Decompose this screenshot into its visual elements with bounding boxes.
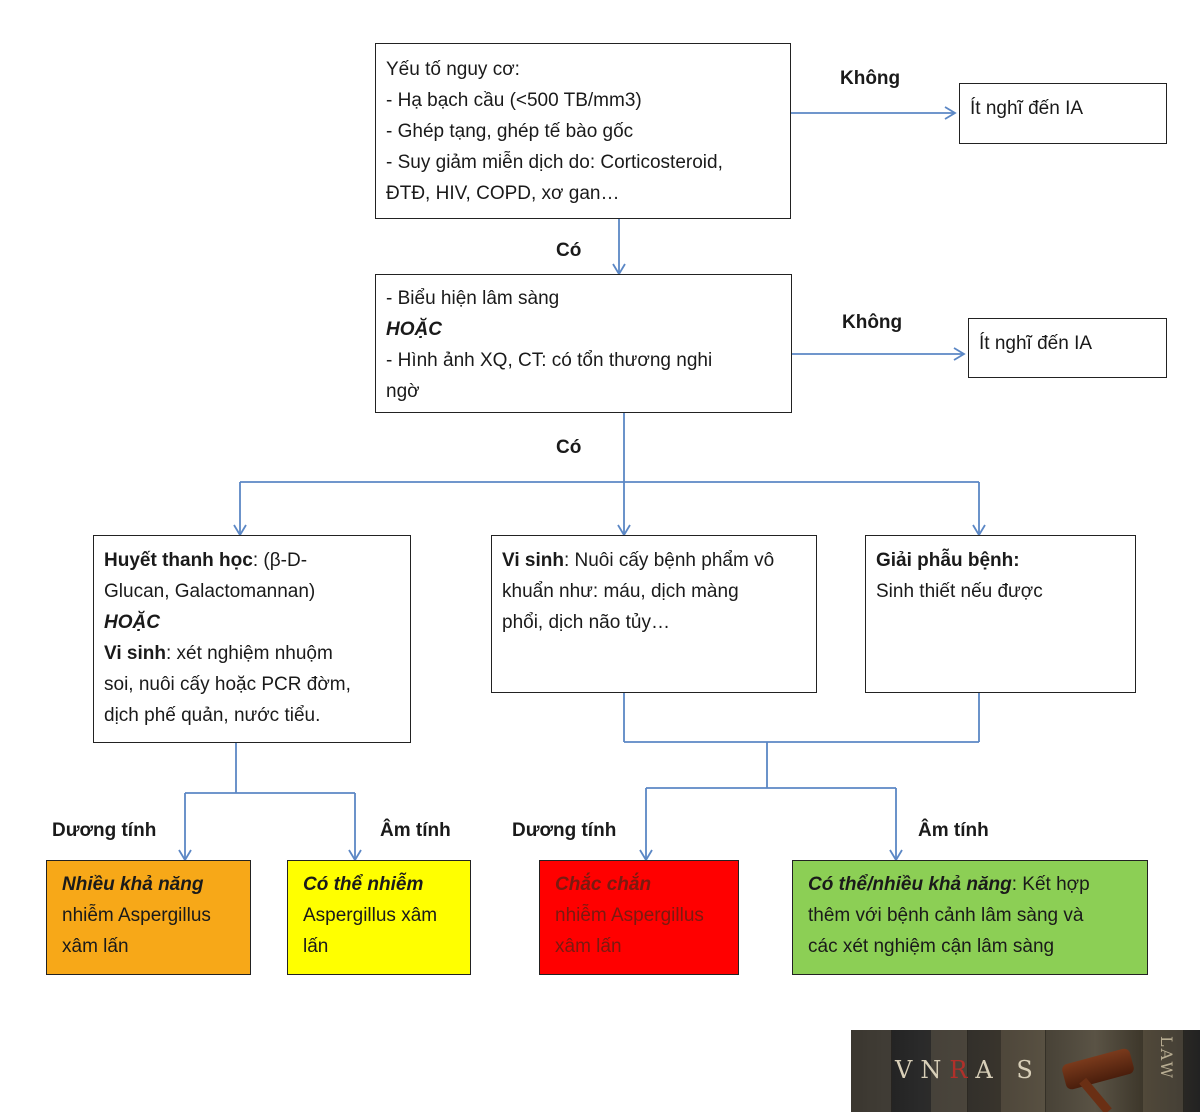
logo-law-text: LAW bbox=[1157, 1036, 1176, 1080]
result-proven-text-cont: xâm lấn bbox=[555, 936, 622, 957]
logo-letters: VNRA S bbox=[895, 1056, 1041, 1084]
sterile-culture-text-cont: phổi, dịch não tủy… bbox=[502, 612, 670, 633]
result-possible-probable-text-cont: thêm với bệnh cảnh lâm sàng và bbox=[808, 905, 1084, 926]
sterile-culture-text: : Nuôi cấy bệnh phẩm vô bbox=[563, 550, 775, 571]
result-possible-box: Có thể nhiễm Aspergillus xâm lấn bbox=[287, 860, 471, 975]
unlikely-ia-box-2: Ít nghĩ đến IA bbox=[968, 318, 1167, 378]
result-possible-probable-title: Có thể/nhiều khả năng bbox=[808, 874, 1012, 895]
positive-label-left: Dương tính bbox=[52, 820, 157, 841]
result-probable-text: nhiễm Aspergillus bbox=[62, 905, 211, 926]
no-label-1: Không bbox=[840, 68, 901, 89]
microbiology-text-cont: soi, nuôi cấy hoặc PCR đờm, bbox=[104, 674, 351, 695]
pathology-text: Sinh thiết nếu được bbox=[876, 581, 1043, 602]
serology-box: Huyết thanh học: (β-D- Glucan, Galactoma… bbox=[93, 535, 411, 743]
risk-factor-item: - Ghép tạng, ghép tế bào gốc bbox=[386, 121, 634, 142]
sterile-culture-text-cont: khuẩn như: máu, dịch màng bbox=[502, 581, 739, 602]
or-label: HOẶC bbox=[386, 319, 442, 340]
vnras-law-logo: VNRA S LAW bbox=[851, 1030, 1200, 1112]
microbiology-text: : xét nghiệm nhuộm bbox=[165, 643, 333, 664]
gavel-icon bbox=[1060, 1047, 1136, 1091]
microbiology-text-cont: dịch phế quản, nước tiểu. bbox=[104, 705, 321, 726]
yes-label-2: Có bbox=[556, 437, 582, 458]
risk-factors-box: Yếu tố nguy cơ: - Hạ bạch cầu (<500 TB/m… bbox=[375, 43, 791, 219]
result-possible-probable-text: : Kết hợp bbox=[1011, 874, 1090, 895]
result-proven-box: Chắc chắn nhiễm Aspergillus xâm lấn bbox=[539, 860, 739, 975]
result-possible-text-cont: lấn bbox=[303, 936, 329, 957]
sterile-culture-box: Vi sinh: Nuôi cấy bệnh phẩm vô khuẩn như… bbox=[491, 535, 817, 693]
yes-label-1: Có bbox=[556, 240, 582, 261]
result-possible-probable-text-cont: các xét nghiệm cận lâm sàng bbox=[808, 936, 1055, 957]
positive-label-right: Dương tính bbox=[512, 820, 617, 841]
result-probable-text-cont: xâm lấn bbox=[62, 936, 129, 957]
result-possible-text: Aspergillus xâm bbox=[303, 905, 438, 926]
clinical-line: - Biểu hiện lâm sàng bbox=[386, 288, 560, 309]
negative-label-left: Âm tính bbox=[380, 820, 451, 841]
unlikely-ia-text: Ít nghĩ đến IA bbox=[979, 333, 1093, 354]
no-label-2: Không bbox=[842, 312, 903, 333]
result-probable-box: Nhiều khả năng nhiễm Aspergillus xâm lấn bbox=[46, 860, 251, 975]
risk-factor-item-cont: ĐTĐ, HIV, COPD, xơ gan… bbox=[386, 183, 620, 204]
result-proven-title: Chắc chắn bbox=[555, 874, 652, 895]
serology-text: : (β-D- bbox=[252, 550, 308, 571]
result-proven-text: nhiễm Aspergillus bbox=[555, 905, 704, 926]
serology-title: Huyết thanh học bbox=[104, 550, 253, 571]
risk-factor-item: - Hạ bạch cầu (<500 TB/mm3) bbox=[386, 90, 642, 111]
unlikely-ia-box-1: Ít nghĩ đến IA bbox=[959, 83, 1167, 144]
result-possible-title: Có thể nhiễm bbox=[303, 874, 424, 895]
imaging-line-cont: ngờ bbox=[386, 381, 420, 402]
microbiology-title: Vi sinh bbox=[104, 643, 166, 664]
pathology-title: Giải phẫu bệnh: bbox=[876, 550, 1020, 571]
imaging-line: - Hình ảnh XQ, CT: có tổn thương nghi bbox=[386, 350, 713, 371]
risk-factors-title: Yếu tố nguy cơ: bbox=[386, 59, 520, 80]
clinical-box: - Biểu hiện lâm sàng HOẶC - Hình ảnh XQ,… bbox=[375, 274, 792, 413]
result-probable-title: Nhiều khả năng bbox=[62, 874, 204, 895]
risk-factor-item: - Suy giảm miễn dịch do: Corticosteroid, bbox=[386, 152, 723, 173]
logo-letter-r: R bbox=[949, 1056, 976, 1084]
serology-text-cont: Glucan, Galactomannan) bbox=[104, 581, 316, 602]
pathology-box: Giải phẫu bệnh: Sinh thiết nếu được bbox=[865, 535, 1136, 693]
result-possible-probable-box: Có thể/nhiều khả năng: Kết hợp thêm với … bbox=[792, 860, 1148, 975]
unlikely-ia-text: Ít nghĩ đến IA bbox=[970, 98, 1084, 119]
negative-label-right: Âm tính bbox=[918, 820, 989, 841]
or-label: HOẶC bbox=[104, 612, 160, 633]
microbiology-title: Vi sinh bbox=[502, 550, 564, 571]
